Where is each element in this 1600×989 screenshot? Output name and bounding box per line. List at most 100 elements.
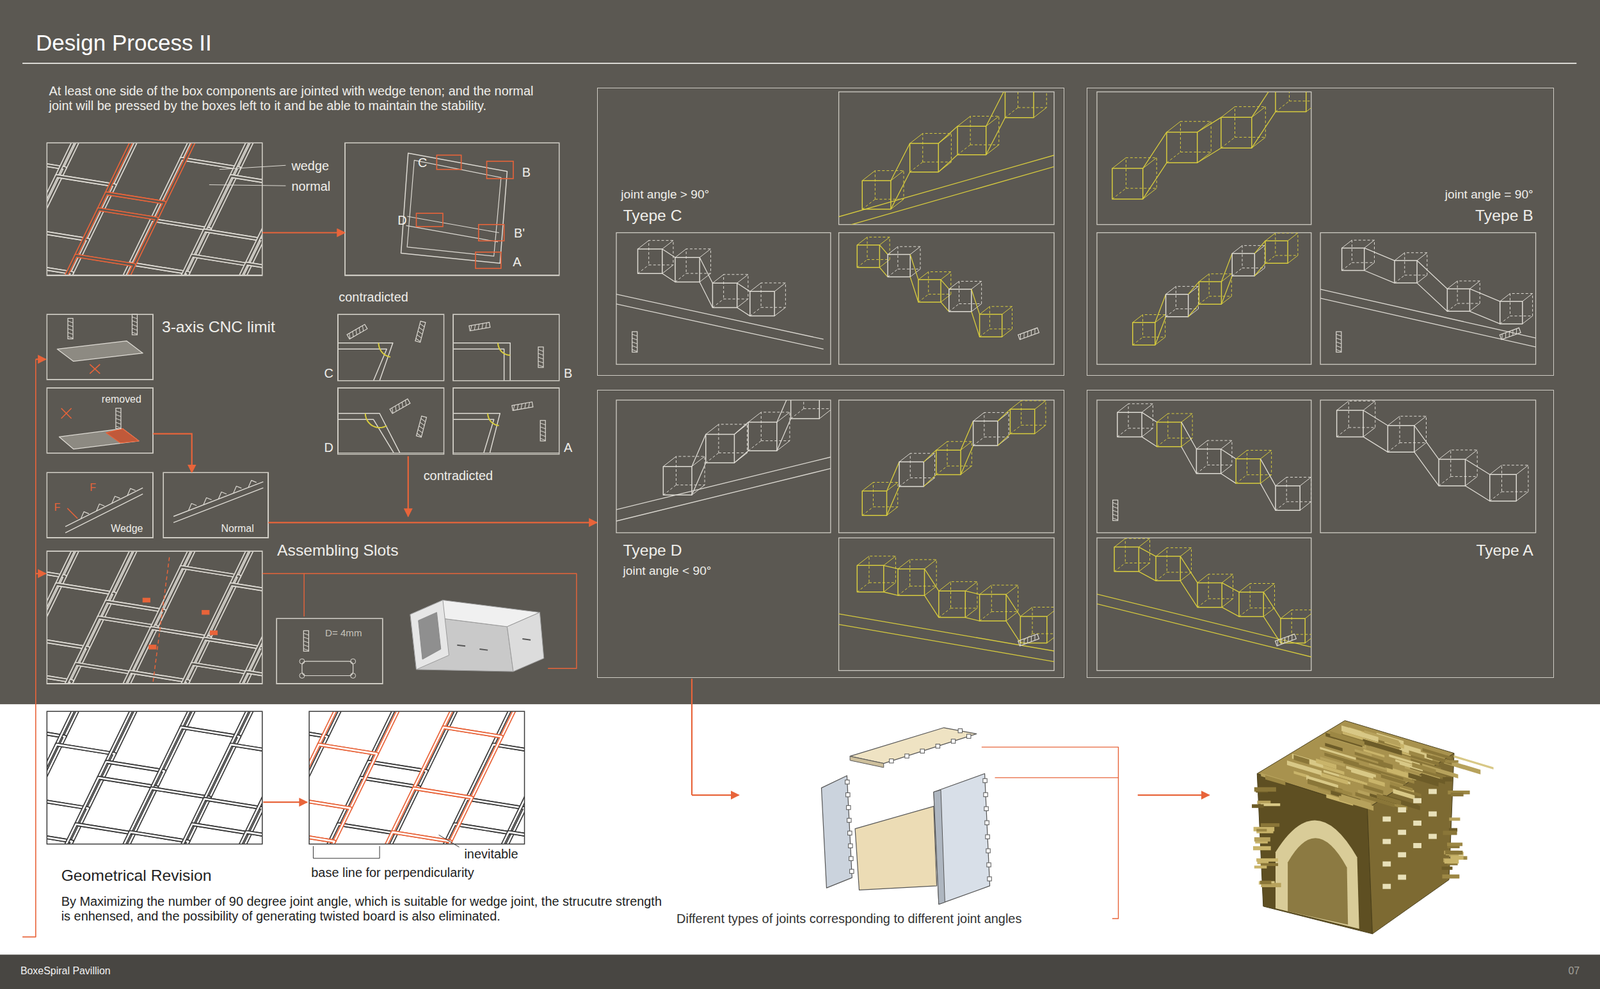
board (56, 341, 143, 362)
diagram-frame (276, 618, 383, 684)
flow-arrow (35, 358, 47, 360)
box-edge (1221, 136, 1236, 148)
box-edge (1414, 416, 1427, 426)
box-edge (856, 556, 870, 566)
drill-body (416, 416, 427, 438)
drill-stripe (403, 400, 409, 406)
brick-gap (508, 777, 525, 841)
drill-stripe (400, 401, 406, 408)
box-edge (938, 161, 952, 173)
brick-outline (204, 744, 263, 808)
render-strip (1408, 748, 1431, 758)
render-strip (1341, 725, 1362, 734)
diagram-frame (337, 314, 445, 381)
render-strip (1320, 772, 1348, 785)
drill-stripe (1336, 334, 1342, 336)
clip-group (309, 711, 525, 844)
drill-stripe (1336, 349, 1342, 352)
diagram-frame (453, 387, 560, 455)
render-strip (1260, 880, 1272, 884)
angle-arc (487, 413, 499, 426)
render-strip (1375, 796, 1408, 810)
box-back (1032, 607, 1055, 634)
brick-outline (231, 711, 263, 754)
brick-gap (231, 142, 263, 185)
box-edge (663, 456, 676, 467)
drill-stripe (396, 403, 402, 409)
box-edge (1232, 268, 1243, 276)
render-face (1256, 773, 1373, 934)
box-edge (986, 116, 1000, 127)
tenon (80, 511, 89, 519)
box-edge (637, 240, 649, 249)
brick-outline (163, 255, 251, 276)
flow-line (22, 359, 36, 937)
board-edge (337, 343, 393, 381)
box-edge (940, 272, 952, 280)
brick-gap (46, 823, 134, 844)
drill-stripe (512, 405, 516, 411)
render-opening (1413, 842, 1422, 848)
box-edge (1143, 188, 1158, 200)
sub-frame (839, 400, 1055, 533)
board-line (923, 474, 937, 486)
annotation-label: BoxeSpiral Pavillion (20, 965, 111, 977)
brick-gap (466, 744, 525, 808)
box-edge (973, 412, 985, 421)
diagram-frame (46, 551, 262, 684)
drill-stripe (540, 438, 546, 441)
box-edge (1157, 437, 1168, 447)
tenon (846, 805, 851, 809)
bracket (312, 846, 380, 859)
board-line (1138, 547, 1156, 557)
brick-gap (98, 761, 165, 787)
render-strip (1450, 855, 1464, 860)
box-front (1197, 582, 1222, 607)
box-front (887, 254, 911, 277)
render-strip (1445, 850, 1463, 855)
drill-bit (540, 420, 546, 441)
board-line (1006, 620, 1021, 643)
render-strip (1390, 781, 1413, 792)
board-line (986, 91, 1006, 127)
box-edge (1414, 442, 1427, 453)
render-strip (1399, 785, 1415, 793)
plank-line (616, 288, 824, 340)
render-strip (1448, 854, 1459, 857)
drill-body (538, 346, 544, 368)
render-strip (1255, 788, 1266, 792)
brick-gap (368, 711, 464, 771)
board-line (734, 450, 749, 463)
render-strip (1444, 858, 1459, 864)
brick-gap (221, 672, 263, 685)
sub-frame (616, 232, 831, 365)
render-strip (1338, 736, 1355, 744)
board-line (699, 257, 713, 283)
highlight-box (487, 161, 514, 179)
drill-stripe (1112, 513, 1119, 516)
drill-body (1018, 327, 1040, 340)
render-strip (1448, 817, 1460, 821)
diagram-frame (453, 314, 560, 381)
brick-outline (46, 638, 89, 681)
brick-gap (46, 744, 115, 808)
brick-gap (425, 823, 513, 844)
brick-outline (443, 711, 523, 736)
drill-bit (1336, 331, 1342, 352)
tenon (847, 817, 852, 822)
box-edge (938, 133, 952, 144)
tenon (987, 876, 992, 881)
leader-line (219, 165, 287, 169)
brick-gap (309, 744, 377, 808)
joint-type-panel: Tyepe Djoint angle < 90° (597, 389, 1065, 678)
drill-bit (67, 318, 73, 339)
node-text: joint angle = 90° (1445, 187, 1534, 202)
plan-diagram: wedgenormal (46, 142, 262, 276)
box-edge (1500, 316, 1511, 324)
drill-stripe (1283, 637, 1288, 644)
board-line (965, 590, 980, 594)
box-edge (1117, 403, 1129, 413)
box-back (1510, 293, 1533, 317)
brick-outline (454, 798, 525, 834)
brick-gap (204, 176, 263, 240)
